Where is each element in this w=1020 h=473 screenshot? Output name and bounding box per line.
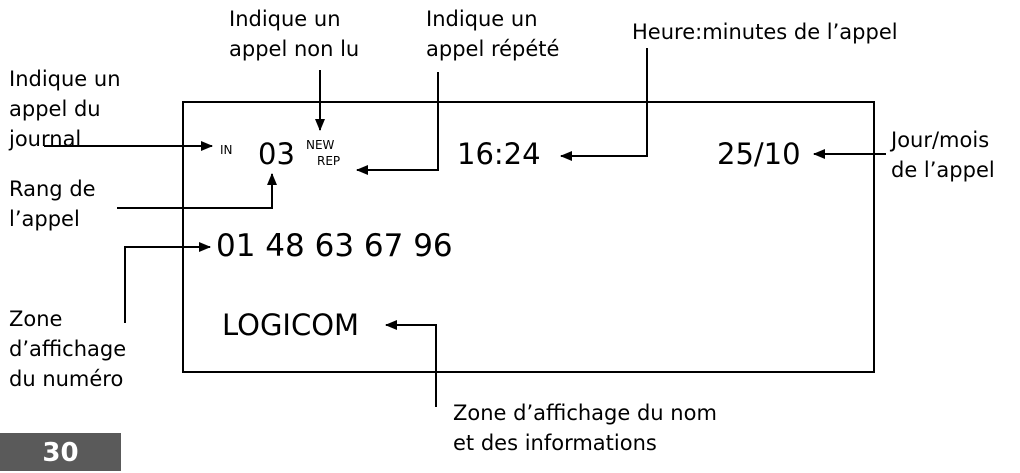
call-date-value: 25/10 [717, 137, 801, 171]
label-name-zone: Zone d’affichage du nom et des informati… [453, 401, 717, 455]
label-call-time: Heure:minutes de l’appel [632, 20, 898, 44]
label-repeated-call: Indique un appel répété [426, 7, 560, 61]
call-time-value: 16:24 [457, 137, 541, 171]
display-screen: IN 03 NEW REP 16:24 25/10 01 48 63 67 96… [182, 101, 875, 373]
new-flag: NEW [306, 138, 335, 152]
label-number-zone: Zone d’affichage du numéro [9, 307, 127, 391]
arrow-call-rank [117, 173, 277, 209]
call-rank-value: 03 [258, 137, 295, 171]
arrow-number-zone [124, 242, 211, 323]
page-number-badge: 30 [0, 433, 121, 471]
arrow-name-zone [385, 320, 437, 407]
arrow-repeated-call [356, 72, 439, 175]
in-flag: IN [220, 143, 233, 157]
phone-number-value: 01 48 63 67 96 [216, 228, 453, 264]
arrow-call-time [560, 48, 648, 161]
caller-name-value: LOGICOM [222, 308, 360, 342]
rep-flag: REP [317, 154, 341, 168]
label-call-date: Jour/mois de l’appel [891, 128, 995, 182]
label-call-rank: Rang de l’appel [9, 177, 96, 231]
label-unread-call: Indique un appel non lu [229, 7, 360, 61]
